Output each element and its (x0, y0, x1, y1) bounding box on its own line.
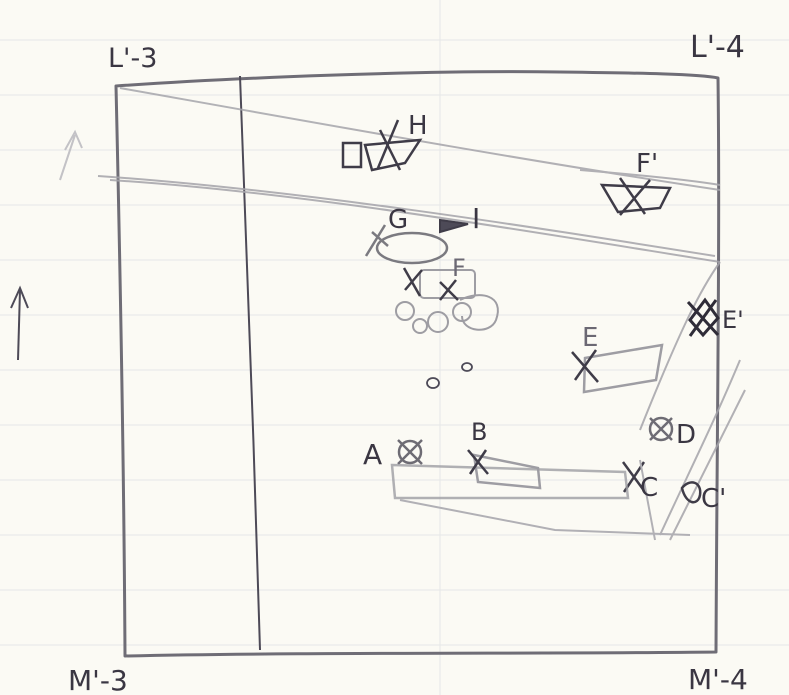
point-label-g: G (388, 205, 408, 235)
point-label-c: C (640, 473, 658, 503)
corner-label-bottom-right: M'-4 (688, 663, 748, 695)
corner-label-top-right: L'-4 (690, 30, 745, 65)
point-label-c-prime: C' (701, 484, 726, 514)
grid-square-outline (116, 72, 719, 656)
corner-label-bottom-left: M'-3 (68, 664, 128, 695)
corner-label-top-left: L'-3 (108, 43, 157, 74)
small-marks (427, 363, 472, 388)
point-label-h: H (408, 111, 428, 141)
marker-d (650, 418, 672, 440)
point-label-d: D (676, 420, 696, 450)
point-label-i: I (472, 202, 480, 235)
marker-b-shapes (392, 455, 628, 498)
point-label-a: A (363, 438, 382, 471)
point-label-e-prime: E' (722, 306, 744, 334)
marker-f-prime-shape (602, 178, 670, 215)
marker-e-prime (688, 300, 718, 336)
north-arrow-icon (11, 288, 28, 360)
point-label-b: B (471, 418, 487, 446)
marker-f-x (404, 268, 458, 300)
point-label-f: F (452, 254, 466, 282)
marker-a (398, 440, 422, 464)
marker-b-x (468, 450, 488, 474)
point-label-f-prime: F' (636, 149, 658, 179)
divider-line (240, 76, 260, 650)
faint-arrow-icon (60, 132, 82, 180)
point-label-e: E (582, 323, 598, 353)
